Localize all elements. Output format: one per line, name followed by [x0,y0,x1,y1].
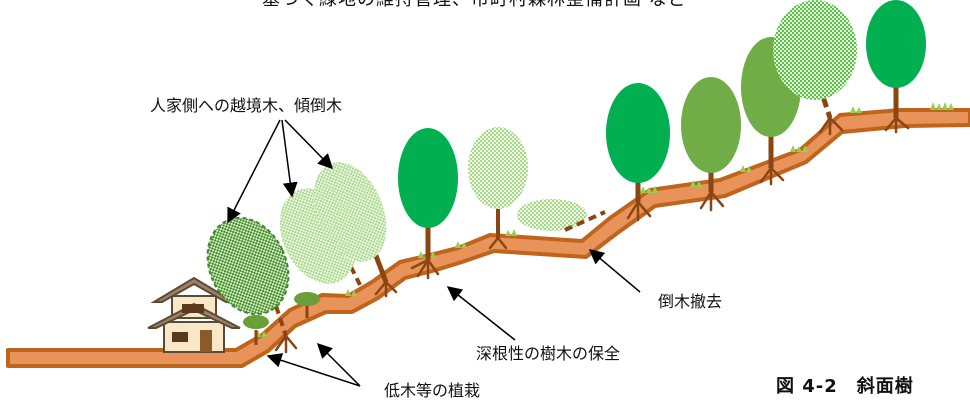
arrow-low-2 [316,342,361,387]
shrub-1 [243,315,269,345]
grass-tufts [255,102,954,337]
label-low-planting: 低木等の植栽 [384,381,481,400]
house [147,276,241,353]
arrow-fall-2 [281,119,298,198]
tree-upper-1 [606,83,670,202]
arrow-deep [446,286,516,341]
arrow-fall-3 [284,119,334,170]
label-deep-root: 深根性の樹木の保全 [476,344,621,363]
label-fallen-risk: 人家側への越境木、傾倒木 [150,96,343,115]
arrow-remove [588,249,641,293]
header-text: 基づく緑地の維持管理、市町村森林整備計画 など [262,0,687,9]
tree-upper-2 [681,77,741,192]
figure-caption: 図 4-2 斜面樹 [776,376,914,397]
tree-center [398,128,458,260]
tree-center-light [468,127,528,238]
arrow-fall-1 [227,119,281,224]
arrows [227,119,641,387]
tree-upper-5 [866,0,926,118]
shrub-2 [294,292,320,318]
tree-upper-4 [773,0,857,119]
roots [274,116,910,354]
fallen-log [517,199,606,232]
arrow-low-1 [266,353,361,387]
leaning-tree-3 [313,162,389,283]
label-remove-fallen: 倒木撤去 [658,292,723,311]
leaning-tree-1 [206,216,290,337]
